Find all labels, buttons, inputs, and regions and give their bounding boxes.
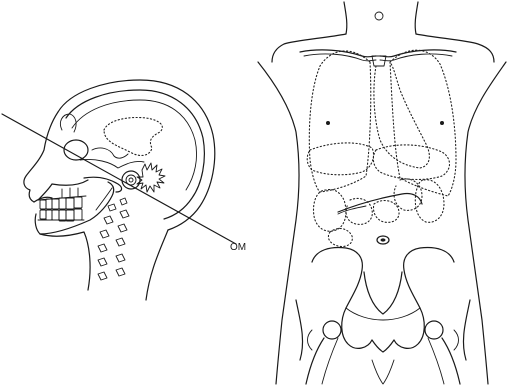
- ischium-right: [394, 308, 424, 348]
- mandible-ramus: [96, 188, 112, 210]
- upper-teeth: [38, 188, 86, 209]
- skull-base: [80, 159, 144, 168]
- femur-left-inner: [322, 338, 338, 384]
- neck-left: [344, 2, 347, 34]
- femoral-head-left: [323, 321, 341, 339]
- clavicle-left: [300, 50, 376, 57]
- crotch-line: [372, 360, 394, 384]
- jugular-notch-marker: [375, 12, 383, 20]
- arm-right: [465, 62, 506, 384]
- clavicle-left-inner: [304, 54, 376, 61]
- clavicle-right-inner: [380, 54, 452, 61]
- frontal-sinus: [60, 114, 76, 132]
- lung-left-dotted: [309, 51, 370, 192]
- colon-dotted-2: [346, 198, 372, 224]
- skull-lateral-diagram: OM: [2, 80, 246, 300]
- mastoid-air-cells: [137, 163, 165, 192]
- hip-outline-right: [463, 300, 470, 360]
- colon-dotted-3: [373, 201, 399, 223]
- marker-left: [326, 121, 330, 125]
- arm-left: [258, 62, 299, 384]
- zygomatic-arch: [84, 177, 122, 192]
- trochanter-right: [454, 330, 459, 350]
- iliac-crest-left: [312, 248, 362, 308]
- neck-right: [415, 2, 418, 34]
- neck-posterior: [146, 230, 168, 300]
- heart-dotted: [374, 62, 429, 168]
- sacrum: [364, 272, 402, 314]
- stomach-dotted: [373, 145, 449, 180]
- pubic-arch: [372, 340, 394, 352]
- liver-dotted: [307, 143, 373, 175]
- lower-teeth: [38, 209, 84, 221]
- clavicle-right: [380, 50, 456, 57]
- sternum: [372, 56, 386, 66]
- forehead-profile: [24, 112, 58, 202]
- body-outline-right: [416, 34, 494, 62]
- ear-canal-center: [129, 178, 133, 182]
- femoral-head-right: [425, 321, 443, 339]
- iliac-crest-right: [404, 248, 454, 308]
- sphenoid-line: [92, 148, 128, 158]
- body-outline-left: [272, 34, 346, 62]
- navel-marker-inner: [381, 238, 386, 241]
- torso-frontal-diagram: [258, 2, 506, 384]
- trochanter-left: [308, 330, 313, 350]
- om-label: OM: [230, 242, 246, 253]
- hip-outline-left: [296, 300, 303, 360]
- lung-right-dotted: [390, 50, 456, 196]
- neck-anterior: [40, 232, 90, 290]
- femur-right-inner: [428, 338, 444, 384]
- ischium-left: [342, 308, 372, 348]
- ventricle-dotted-outline: [104, 118, 162, 156]
- marker-right: [440, 121, 444, 125]
